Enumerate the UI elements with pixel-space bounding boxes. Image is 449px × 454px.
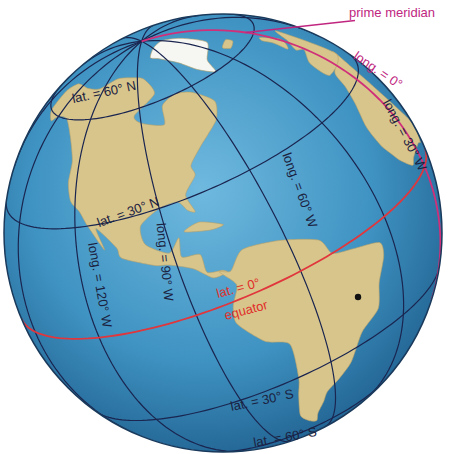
- latitude-label: lat. = 60° S: [252, 425, 317, 449]
- continents: [51, 31, 421, 421]
- equator-line: [21, 147, 426, 338]
- meridian-line: [142, 41, 404, 401]
- landmass: [275, 31, 338, 76]
- meridian-line: [18, 41, 141, 429]
- longitude-label: long. = 120° W: [86, 242, 114, 329]
- meridian-line: [142, 41, 336, 427]
- landmass: [222, 39, 233, 48]
- longitude-label: long. = 60° W: [280, 151, 319, 229]
- latitude-label: lat. = 30° N: [95, 195, 160, 229]
- latitude-label: lat. = 30° S: [229, 387, 294, 413]
- callout-label: prime meridian: [349, 6, 435, 19]
- leader-line: [246, 21, 355, 33]
- longitude-label: long. = 30° W: [381, 97, 429, 172]
- latitude-label: lat. = 0°: [215, 276, 261, 300]
- equator-label: equator: [223, 298, 269, 322]
- landmass: [219, 239, 384, 421]
- parallel-line: [6, 54, 358, 229]
- globe-outline: [4, 14, 442, 452]
- longitude-label: long. = 90° W: [154, 222, 175, 301]
- location-dot: [355, 294, 361, 300]
- prime-meridian-line: [142, 30, 441, 300]
- ocean: [4, 14, 442, 452]
- meridian-line: [75, 41, 245, 451]
- latitude-label: lat. = 60° N: [71, 79, 137, 105]
- meridian-line: [142, 15, 201, 41]
- landmass: [184, 222, 223, 232]
- parallel-line: [97, 266, 440, 420]
- meridian-line: [15, 41, 142, 165]
- meridian-line: [137, 41, 291, 441]
- longitude-label: long. = 0°: [351, 49, 404, 91]
- parallel-line: [218, 381, 385, 452]
- graticule: [6, 14, 440, 452]
